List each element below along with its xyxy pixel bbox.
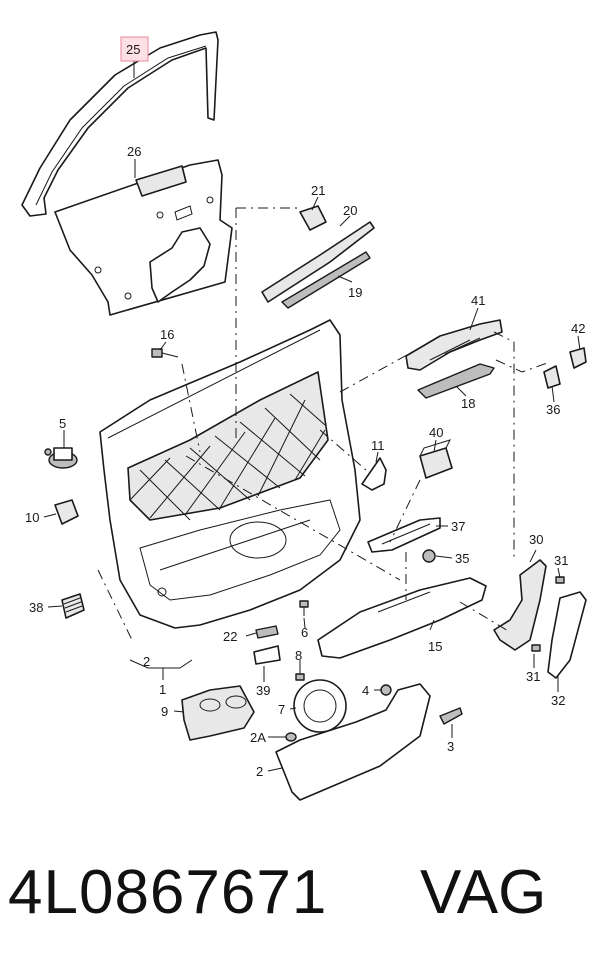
callout-39: 39 — [256, 683, 270, 698]
part-2-lower-trim — [275, 683, 431, 801]
part-18-switch-unit — [417, 363, 495, 399]
part-40-module — [419, 439, 453, 479]
callout-5: 5 — [59, 416, 66, 431]
footer: 4L0867671 VAG — [0, 838, 600, 948]
part-41-handle-bracket — [405, 319, 503, 371]
callout-35: 35 — [455, 551, 469, 566]
callout-16: 16 — [160, 327, 174, 342]
callout-6: 6 — [301, 625, 308, 640]
callout-31-bottom: 31 — [526, 669, 540, 684]
part-20-trim-strip — [261, 221, 375, 303]
part-10-cap — [54, 499, 79, 525]
assembly-lines — [97, 207, 551, 641]
part-35-clip — [422, 549, 436, 563]
part-26-door-membrane — [54, 159, 233, 316]
callout-19: 19 — [348, 285, 362, 300]
callout-1: 1 — [159, 682, 166, 697]
part-2A-clip — [285, 732, 297, 742]
part-38-grille — [61, 593, 85, 619]
part-5-clip — [44, 447, 78, 469]
part-25-window-frame-trim — [21, 31, 219, 217]
callout-2-upper: 2 — [143, 654, 150, 669]
callout-32: 32 — [551, 693, 565, 708]
callout-20: 20 — [343, 203, 357, 218]
callout-10: 10 — [25, 510, 39, 525]
callout-3: 3 — [447, 739, 454, 754]
part-8-screw — [295, 673, 305, 681]
brand-name: VAG — [420, 858, 547, 927]
callout-25: 25 — [126, 42, 140, 57]
callout-21: 21 — [311, 183, 325, 198]
callout-15: 15 — [428, 639, 442, 654]
part-number: 4L0867671 — [8, 858, 328, 927]
part-31-screw-b — [531, 644, 541, 652]
part-4-clip — [380, 684, 392, 696]
callout-37: 37 — [451, 519, 465, 534]
part-9-cup-holder — [181, 685, 255, 741]
callout-31-top: 31 — [554, 553, 568, 568]
callout-36: 36 — [546, 402, 560, 417]
part-39-clip — [253, 645, 281, 665]
callout-41: 41 — [471, 293, 485, 308]
part-1-door-trim-panel — [99, 319, 361, 629]
part-11-cover — [361, 457, 387, 491]
part-19-lower-trim-strip — [281, 251, 371, 309]
part-3-cap — [439, 707, 463, 725]
part-16-bolt — [151, 348, 179, 358]
callout-4: 4 — [362, 683, 369, 698]
callout-22: 22 — [223, 629, 237, 644]
callout-18: 18 — [461, 396, 475, 411]
part-32-handle-cover — [547, 591, 587, 679]
callout-labels: 25 26 21 20 19 16 41 42 36 18 5 11 40 10… — [25, 42, 585, 779]
callout-2A: 2A — [250, 730, 266, 745]
callout-8: 8 — [295, 648, 302, 663]
part-36-cap — [543, 365, 561, 389]
callout-40: 40 — [429, 425, 443, 440]
highlight-box-25 — [120, 36, 149, 62]
callout-2-lower: 2 — [256, 764, 263, 779]
leader-lines — [43, 61, 581, 772]
callout-9: 9 — [161, 704, 168, 719]
callout-26: 26 — [127, 144, 141, 159]
part-42-cap — [569, 347, 587, 369]
callout-38: 38 — [29, 600, 43, 615]
part-30-pull-handle — [493, 559, 547, 651]
part-22-clip — [255, 625, 279, 639]
part-21-clip — [299, 205, 327, 231]
part-37-switch-bezel — [367, 517, 441, 553]
callout-30: 30 — [529, 532, 543, 547]
callout-11: 11 — [371, 438, 385, 453]
part-15-armrest — [317, 577, 487, 659]
part-6-screw — [299, 600, 309, 616]
part-7-speaker — [293, 679, 347, 733]
callout-42: 42 — [571, 321, 585, 336]
callout-7: 7 — [278, 702, 285, 717]
